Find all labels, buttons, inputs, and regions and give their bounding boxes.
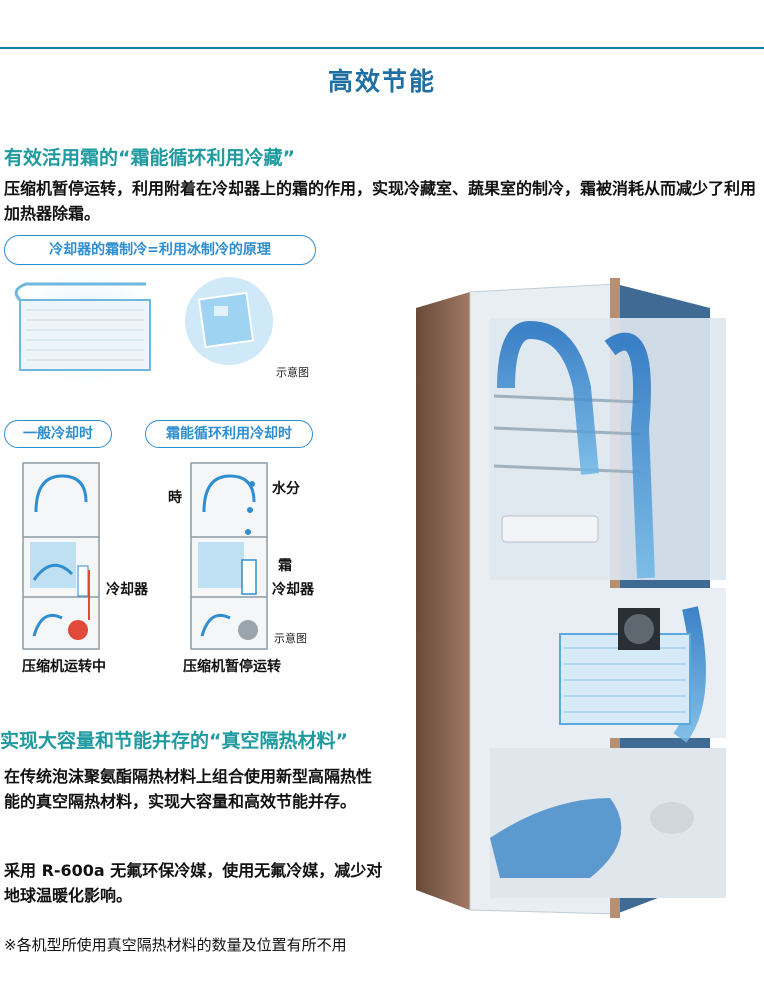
header-rule: [0, 47, 764, 49]
normal-cooling-diagram: [22, 462, 100, 650]
section2-text2: 采用 R-600a 无氟环保冷媒，使用无氟冷媒，减少对地球温暖化影响。: [4, 861, 383, 905]
section1-heading: 有效活用霜的“霜能循环利用冷藏”: [4, 147, 295, 169]
frost-cooling-diagram: [190, 462, 268, 650]
frost-cooling-pill: 霜能循环利用冷却时: [145, 420, 313, 448]
cooler-illustration: [6, 270, 166, 384]
diagram-note: 示意图: [274, 632, 307, 645]
normal-cooling-pill: 一般冷却时: [4, 420, 112, 448]
cooler-label-left: 冷却器: [106, 582, 148, 598]
section2-text1: 在传统泡沫聚氨酯隔热材料上组合使用新型高隔热性能的真空隔热材料，实现大容量和高效…: [4, 767, 373, 811]
section2-heading: 实现大容量和节能并存的“真空隔热材料”: [0, 730, 348, 752]
time-label: 時: [168, 490, 182, 506]
compressor-running-label: 压缩机运转中: [22, 659, 106, 675]
principle-pill: 冷却器的霜制冷=利用冰制冷的原理: [4, 235, 316, 265]
cooler-label-right: 冷却器: [272, 582, 314, 598]
footnote: ※各机型所使用真空隔热材料的数量及位置有所不用: [4, 936, 347, 954]
ice-cube-illustration: [185, 277, 273, 365]
refrigerator-cutaway-illustration: [416, 278, 726, 918]
page-title: 高效节能: [327, 67, 436, 96]
water-label: 水分: [272, 481, 300, 497]
section1-text: 压缩机暂停运转，利用附着在冷却器上的霜的作用，实现冷藏室、蔬果室的制冷，霜被消耗…: [4, 179, 757, 223]
frost-label: 霜: [278, 558, 292, 574]
illustration-note: 示意图: [276, 366, 309, 379]
compressor-paused-label: 压缩机暂停运转: [183, 659, 281, 675]
